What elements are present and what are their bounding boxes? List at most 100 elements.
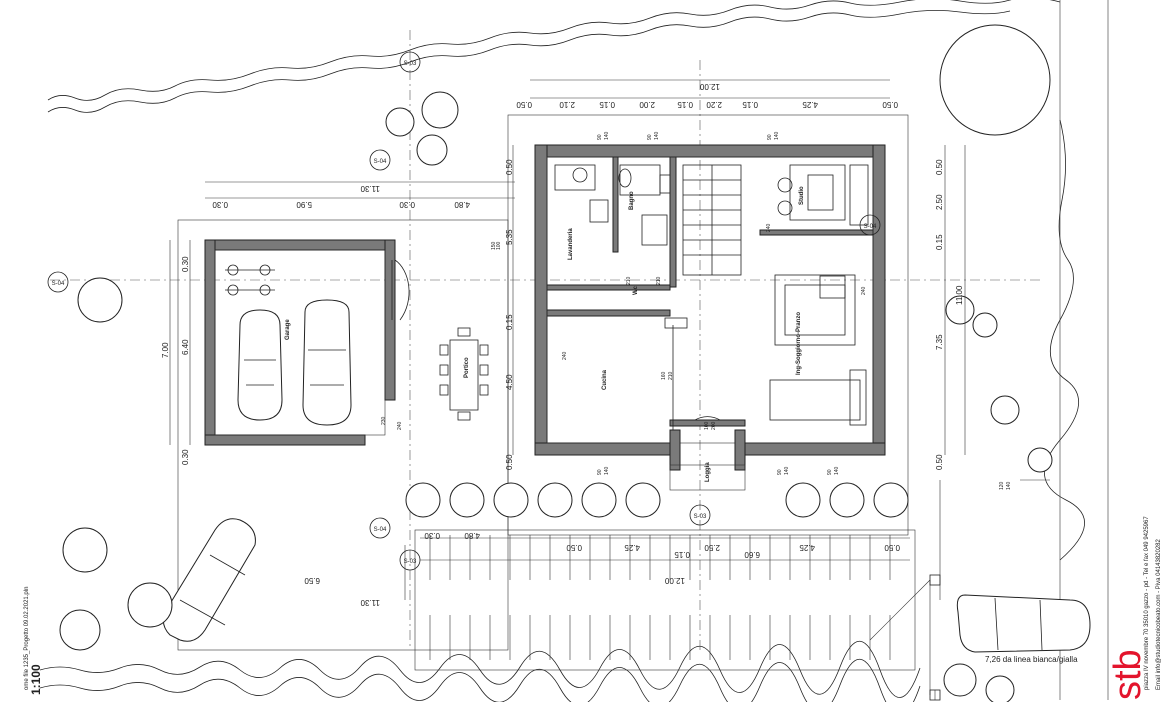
section-marker [689, 504, 711, 526]
gate-and-street [162, 479, 1091, 701]
dimension-value: 7.00 [161, 342, 170, 358]
dimension-value: 0.30 [212, 200, 228, 209]
section-label: S-04 [864, 224, 877, 230]
room-label-ingresso: Ing-Soggiorno-Pranzo [796, 312, 802, 375]
dimension-value: 0.15 [505, 314, 514, 330]
opening-value: 90 [827, 469, 833, 475]
opening-value: 140 [774, 131, 780, 140]
section-label: S-03 [404, 61, 417, 67]
dimension-value: 0.15 [674, 550, 690, 559]
room-label-portico: Portico [464, 357, 470, 378]
opening-value: 160 [661, 371, 667, 380]
dimension-value: 0.15 [677, 100, 693, 109]
garage-building [204, 239, 410, 446]
opening-value: 150 [491, 241, 497, 250]
dimension-value: 6.50 [304, 576, 320, 585]
opening-dimensions: 90 140 90 140 90 140 90 140 90 140 90 14… [381, 131, 1012, 490]
section-marker [859, 214, 881, 236]
dimension-value: 0.50 [935, 454, 944, 470]
opening-value: 100 [496, 241, 502, 250]
section-marker [399, 51, 421, 73]
dimension-value: 11.00 [955, 285, 964, 305]
trees [59, 24, 1053, 702]
contact-line-1: piazza IV novembre 70 35010 gazzo - pd -… [1144, 516, 1150, 690]
opening-value: 140 [1006, 481, 1012, 490]
opening-value: 90 [597, 134, 603, 140]
dimension-value: 0.30 [181, 256, 190, 272]
section-marker [369, 149, 391, 171]
dimension-value: 0.30 [181, 449, 190, 465]
dimension-chain-top: 0.50 2.10 0.15 2.00 0.15 2.20 0.15 4.25 … [516, 79, 898, 109]
dimension-value: 11.30 [360, 184, 380, 193]
lot-boundary [177, 114, 909, 651]
section-marker [369, 517, 391, 539]
dimension-value: 6.60 [744, 550, 760, 559]
dimension-value: 0.50 [884, 543, 900, 552]
dimension-value: 0.15 [599, 100, 615, 109]
dimension-value: 12.00 [699, 82, 720, 91]
room-label-loggia: Loggia [705, 462, 711, 482]
dimension-value: 6.40 [181, 339, 190, 355]
opening-value: 90 [767, 134, 773, 140]
opening-value: 210 [626, 276, 632, 285]
file-name-label: ome file 1235_Progetto 09.02.2021.pln [24, 587, 30, 690]
opening-value: 90 [647, 134, 653, 140]
dimension-value: 0.50 [882, 100, 898, 109]
dimension-value: 11.30 [360, 598, 380, 607]
opening-value: 140 [784, 466, 790, 475]
dimension-chain-upper-left: 0.30 5.90 0.30 4.80 11.30 [205, 181, 515, 209]
dimension-value: 12.00 [664, 576, 685, 585]
opening-value: 230 [381, 416, 387, 425]
dimension-value: 0.15 [742, 100, 758, 109]
dimension-value: 2.50 [935, 194, 944, 210]
opening-value: 200 [711, 421, 717, 430]
scale-label: 1:100 [29, 664, 43, 695]
dimension-value: 0.50 [505, 159, 514, 175]
opening-value: 140 [834, 466, 840, 475]
opening-value: 210 [668, 371, 674, 380]
portico-table [439, 327, 489, 421]
section-label: S-03 [404, 559, 417, 565]
section-marker [47, 271, 69, 293]
dimension-value: 0.50 [935, 159, 944, 175]
dimension-value: 4.80 [454, 200, 470, 209]
opening-value: 140 [604, 131, 610, 140]
opening-value: 140 [604, 466, 610, 475]
dimension-value: 0.15 [935, 234, 944, 250]
dimension-chain-right: 0.50 2.50 0.15 7.35 0.50 11.00 [935, 145, 966, 470]
loggia [669, 416, 746, 491]
hedge-lines [39, 0, 1109, 702]
room-label-bagno: Bagno [629, 191, 635, 210]
dimension-value: 0.30 [424, 531, 440, 540]
dimension-chain-house-left: 0.50 5.35 0.15 4.50 0.50 [505, 145, 514, 470]
opening-value: 100 [704, 421, 710, 430]
dimension-value: 4.25 [799, 543, 815, 552]
opening-value: 240 [397, 421, 403, 430]
interior-fixtures [554, 164, 869, 440]
section-label: S-03 [694, 514, 707, 520]
dimension-value: 7.35 [935, 334, 944, 350]
dimension-chain-bottom: 0.30 4.80 0.50 4.25 0.15 2.50 6.60 4.25 … [304, 531, 910, 607]
dimension-value: 4.25 [802, 100, 818, 109]
contact-line-2: Email info@studiotecnicobeato.com - Piva… [1156, 538, 1162, 690]
opening-value: 90 [777, 469, 783, 475]
room-label-garage: Garage [285, 319, 291, 340]
section-label: S-04 [374, 159, 387, 165]
opening-value: 240 [766, 223, 772, 232]
section-label: S-04 [374, 527, 387, 533]
dimension-value: 0.30 [399, 200, 415, 209]
house-walls [534, 144, 886, 456]
dimension-value: 2.10 [559, 100, 575, 109]
room-label-cucina: Cucina [602, 369, 608, 390]
company-logo: stb [1107, 649, 1149, 700]
room-labels: Garage Portico Cucina Lavanderia Bagno I… [285, 186, 805, 482]
dimension-value: 4.50 [505, 374, 514, 390]
opening-value: 240 [562, 351, 568, 360]
dimension-value: 2.00 [639, 100, 655, 109]
dimension-value: 2.50 [704, 543, 720, 552]
room-label-studio: Studio [799, 186, 805, 205]
dimension-value: 4.80 [464, 531, 480, 540]
dimension-value: 0.50 [516, 100, 532, 109]
opening-value: 210 [656, 276, 662, 285]
